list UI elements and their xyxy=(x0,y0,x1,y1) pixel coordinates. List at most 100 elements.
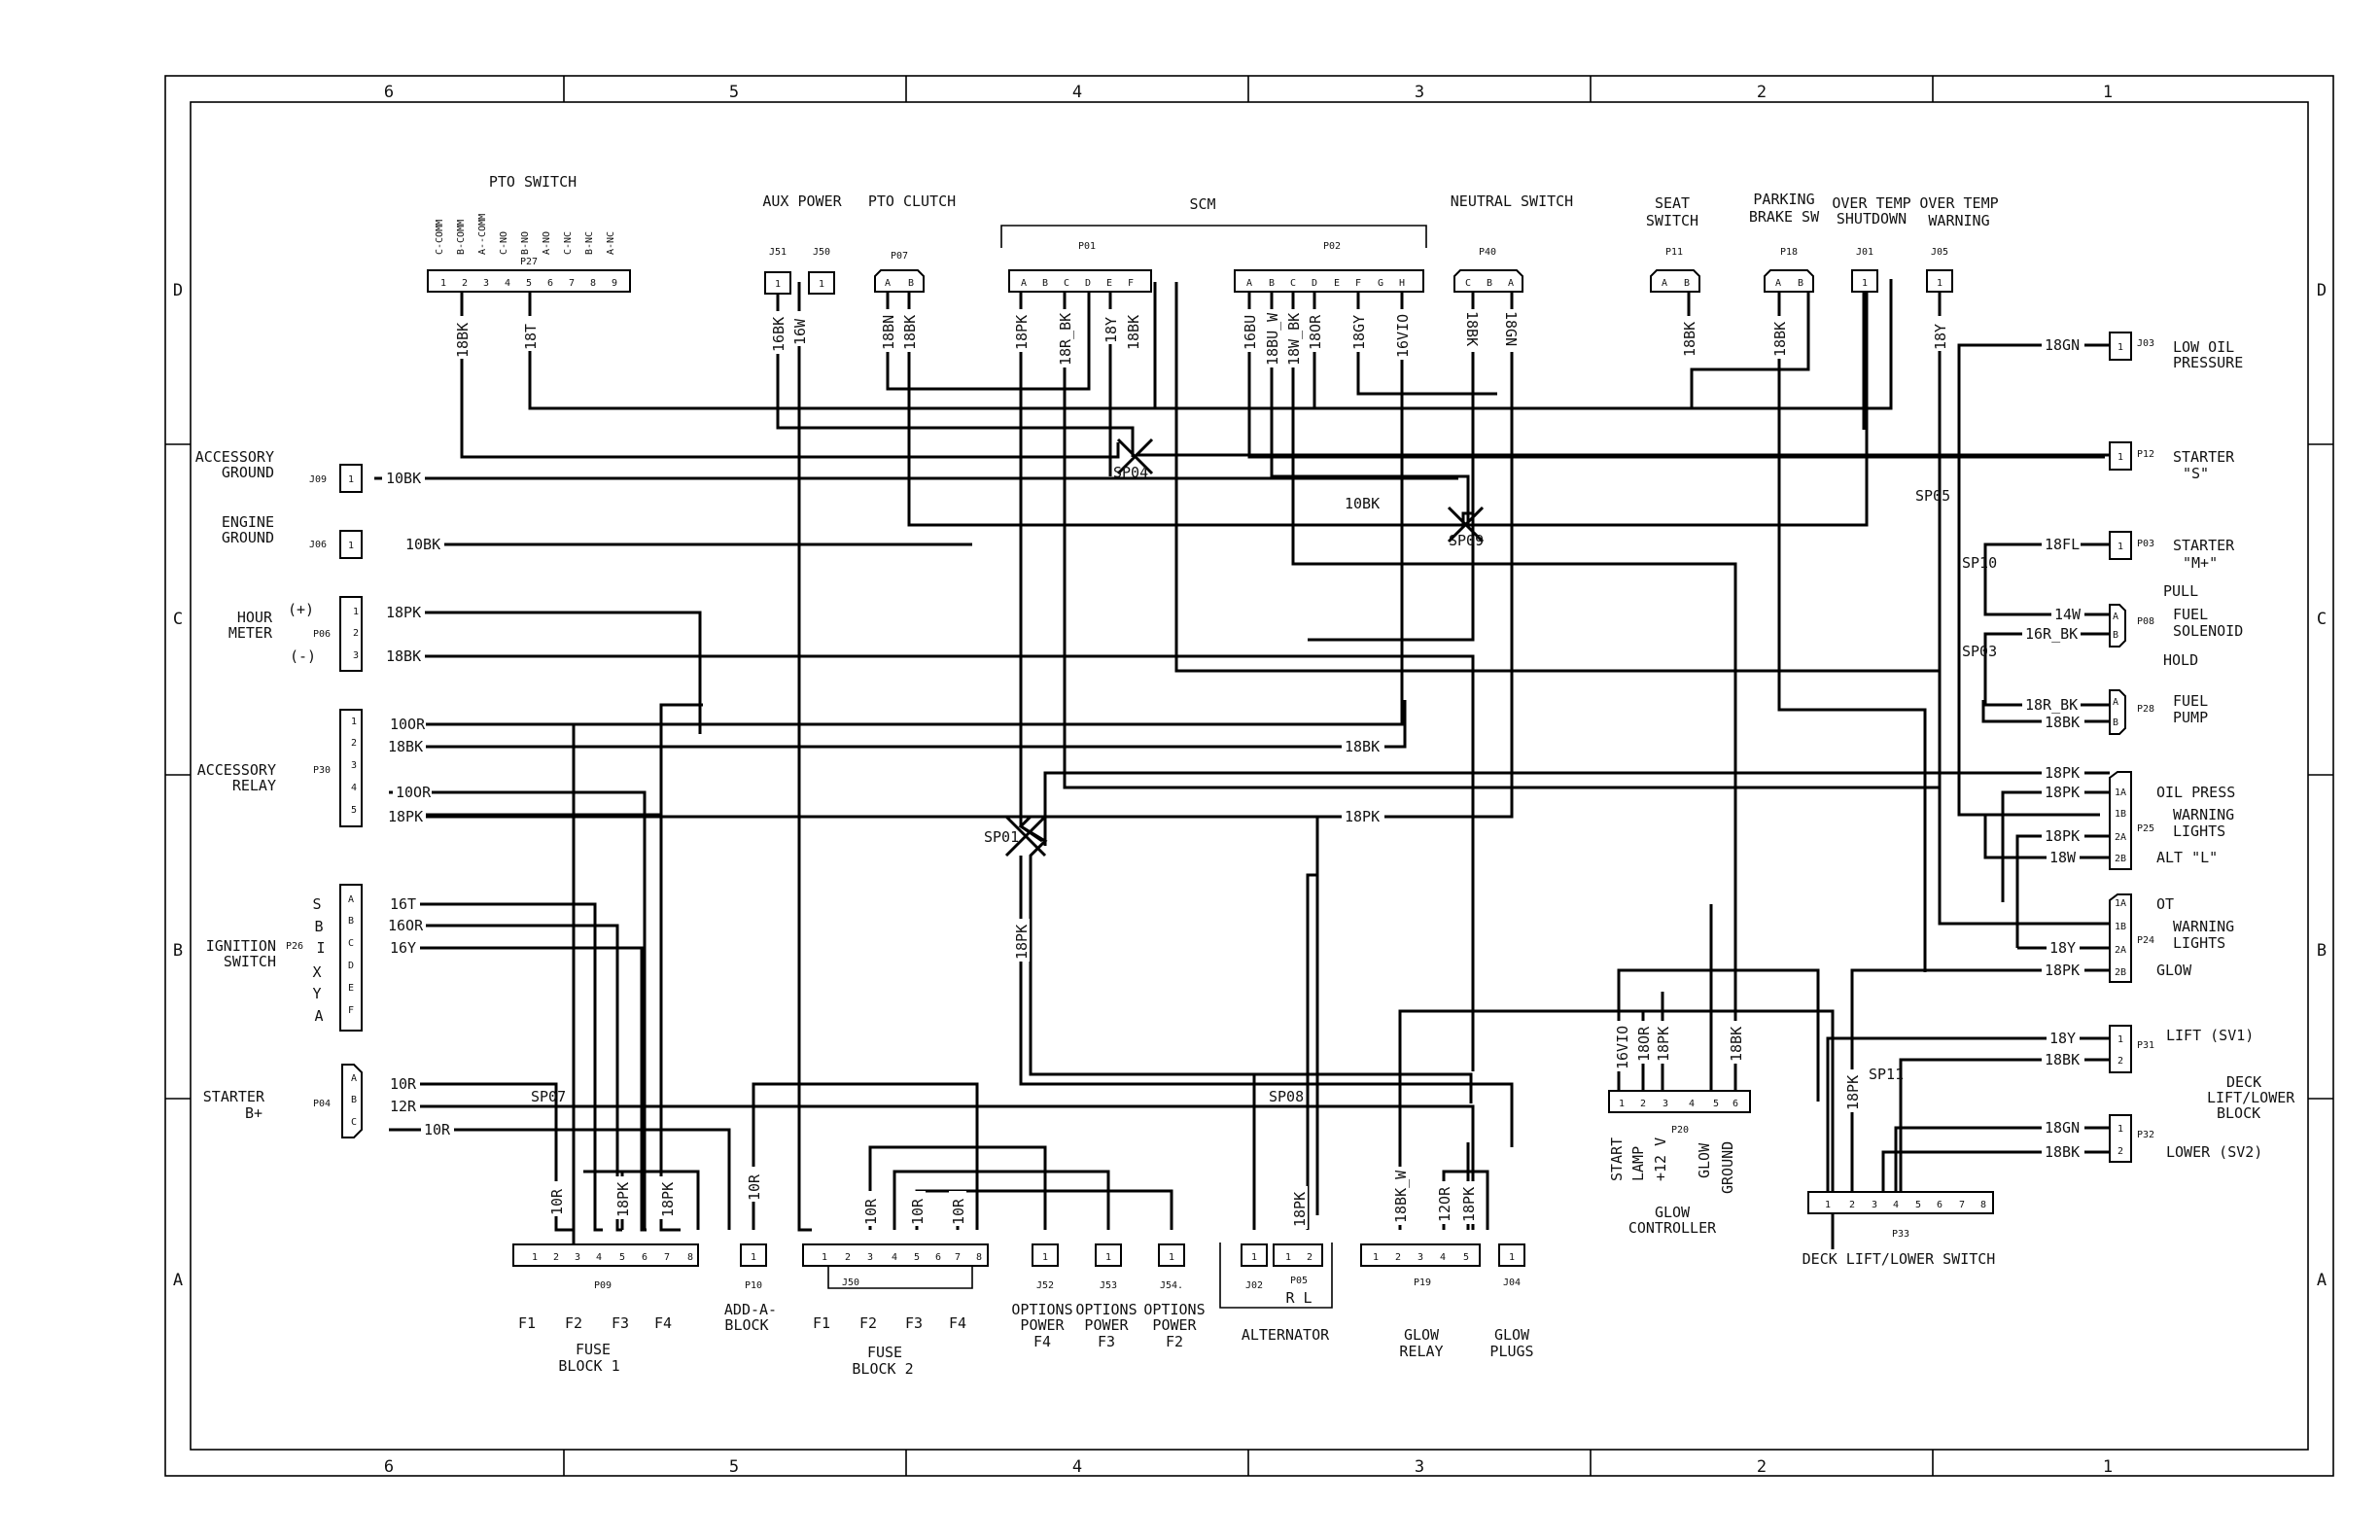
svg-text:2: 2 xyxy=(1307,1252,1312,1263)
svg-text:"M+": "M+" xyxy=(2183,554,2218,572)
zone-col-1: 1 xyxy=(2103,83,2113,102)
svg-text:18GN: 18GN xyxy=(2045,336,2080,354)
svg-text:LOW OIL: LOW OIL xyxy=(2173,338,2234,356)
svg-text:B: B xyxy=(1042,278,1048,289)
svg-text:LAMP: LAMP xyxy=(1629,1146,1647,1181)
svg-text:G: G xyxy=(1378,278,1383,289)
svg-text:A: A xyxy=(885,278,891,289)
svg-text:1: 1 xyxy=(1251,1252,1257,1263)
svg-text:SEAT: SEAT xyxy=(1655,194,1690,212)
svg-text:1: 1 xyxy=(2118,1124,2123,1135)
svg-text:18BN: 18BN xyxy=(880,315,897,350)
over-temp-shutdown: OVER TEMP SHUTDOWN J01 1 xyxy=(1832,194,1911,293)
svg-text:B: B xyxy=(1684,278,1690,289)
svg-text:18GN: 18GN xyxy=(2045,1119,2080,1137)
svg-text:18PK: 18PK xyxy=(1345,808,1380,825)
svg-text:HOLD: HOLD xyxy=(2163,651,2198,669)
svg-text:1: 1 xyxy=(353,607,359,617)
svg-text:9: 9 xyxy=(612,278,617,289)
svg-text:2B: 2B xyxy=(2115,967,2126,978)
p02-connector xyxy=(1234,269,1424,293)
p33-connector xyxy=(1807,1191,1994,1214)
j50-label: J50 xyxy=(813,247,830,258)
svg-text:1: 1 xyxy=(1042,1252,1048,1263)
zone-col-2-bottom: 2 xyxy=(1757,1457,1767,1477)
svg-text:16BK: 16BK xyxy=(770,317,788,352)
svg-text:DECK LIFT/LOWER SWITCH: DECK LIFT/LOWER SWITCH xyxy=(1802,1250,1996,1268)
svg-text:B: B xyxy=(351,1095,357,1105)
p01-label: P01 xyxy=(1078,241,1096,252)
svg-text:BLOCK: BLOCK xyxy=(2217,1104,2260,1122)
svg-text:4: 4 xyxy=(505,278,510,289)
svg-text:10BK: 10BK xyxy=(405,536,440,553)
svg-text:18W: 18W xyxy=(2049,849,2077,866)
svg-text:18BK: 18BK xyxy=(1771,322,1789,357)
p40-label: P40 xyxy=(1479,247,1496,258)
svg-text:ADD-A-: ADD-A- xyxy=(724,1301,777,1318)
svg-text:18PK: 18PK xyxy=(386,604,421,621)
svg-text:18PK: 18PK xyxy=(1460,1187,1478,1222)
j01-connector xyxy=(1851,269,1878,293)
svg-text:16VIO: 16VIO xyxy=(1394,314,1412,358)
svg-text:OT: OT xyxy=(2156,895,2174,913)
zone-row-d: D xyxy=(173,281,183,300)
p12-connector xyxy=(2109,441,2132,471)
svg-text:A: A xyxy=(1508,278,1514,289)
svg-text:A: A xyxy=(1662,278,1667,289)
pto-switch: PTO SWITCH C-COMM B-COMM A--COMM C-NO B-… xyxy=(427,173,631,293)
svg-text:GLOW: GLOW xyxy=(2156,962,2192,979)
svg-text:6: 6 xyxy=(642,1252,648,1263)
svg-text:F4: F4 xyxy=(654,1314,672,1332)
sp09-mark xyxy=(1447,506,1485,543)
p07-label: P07 xyxy=(891,251,908,262)
svg-text:16W: 16W xyxy=(791,318,809,345)
svg-text:18FL: 18FL xyxy=(2045,536,2080,553)
sp04-mark xyxy=(1116,438,1154,475)
svg-text:OPTIONS: OPTIONS xyxy=(1143,1301,1205,1318)
svg-text:OVER TEMP: OVER TEMP xyxy=(1919,194,1998,212)
svg-text:1: 1 xyxy=(1285,1252,1291,1263)
svg-text:5: 5 xyxy=(1915,1200,1921,1210)
svg-text:RELAY: RELAY xyxy=(232,777,276,794)
svg-text:Y: Y xyxy=(312,985,321,1002)
svg-text:10R: 10R xyxy=(746,1173,763,1201)
svg-text:2: 2 xyxy=(1640,1099,1646,1109)
wire-labels: 10BK 10BK 18PK 18BK 10OR 18BK 10OR 18PK … xyxy=(382,335,2084,1161)
p04-label: P04 xyxy=(313,1099,331,1109)
svg-text:F: F xyxy=(348,1005,354,1016)
svg-text:18BK: 18BK xyxy=(1728,1027,1745,1062)
svg-text:SP04: SP04 xyxy=(1113,464,1148,481)
neutral-switch-title: NEUTRAL SWITCH xyxy=(1451,192,1573,210)
p31-connector xyxy=(2109,1025,2132,1073)
svg-text:2: 2 xyxy=(845,1252,851,1263)
svg-text:LIFT/LOWER: LIFT/LOWER xyxy=(2207,1089,2295,1106)
svg-text:C: C xyxy=(1465,278,1471,289)
pto-pin-1-label: C-COMM xyxy=(435,220,445,255)
svg-text:LIFT (SV1): LIFT (SV1) xyxy=(2166,1027,2254,1044)
svg-text:F3: F3 xyxy=(1098,1333,1115,1350)
svg-text:18BK_W: 18BK_W xyxy=(1392,1170,1410,1223)
svg-text:ALT "L": ALT "L" xyxy=(2156,849,2218,866)
p18-connector xyxy=(1764,269,1814,293)
svg-text:6: 6 xyxy=(935,1252,941,1263)
p03-label: P03 xyxy=(2137,539,2154,549)
svg-text:16R_BK: 16R_BK xyxy=(2025,625,2078,643)
p32-connector xyxy=(2109,1114,2132,1163)
svg-text:A: A xyxy=(2113,697,2118,708)
p19-label: P19 xyxy=(1414,1278,1431,1288)
svg-text:18PK: 18PK xyxy=(1844,1075,1862,1110)
svg-text:1: 1 xyxy=(1509,1252,1515,1263)
svg-text:1B: 1B xyxy=(2115,922,2126,932)
svg-text:6: 6 xyxy=(1937,1200,1942,1210)
svg-text:FUSE: FUSE xyxy=(576,1341,611,1358)
svg-text:C: C xyxy=(348,938,354,949)
zone-col-3: 3 xyxy=(1415,83,1424,102)
svg-text:18PK: 18PK xyxy=(2045,962,2080,979)
svg-text:BLOCK 2: BLOCK 2 xyxy=(852,1360,913,1378)
svg-text:GROUND: GROUND xyxy=(222,529,274,546)
svg-text:18PK: 18PK xyxy=(1291,1192,1309,1227)
svg-text:18Y: 18Y xyxy=(2049,939,2076,957)
svg-text:18PK: 18PK xyxy=(2045,764,2080,782)
svg-text:18R_BK: 18R_BK xyxy=(1057,313,1074,366)
